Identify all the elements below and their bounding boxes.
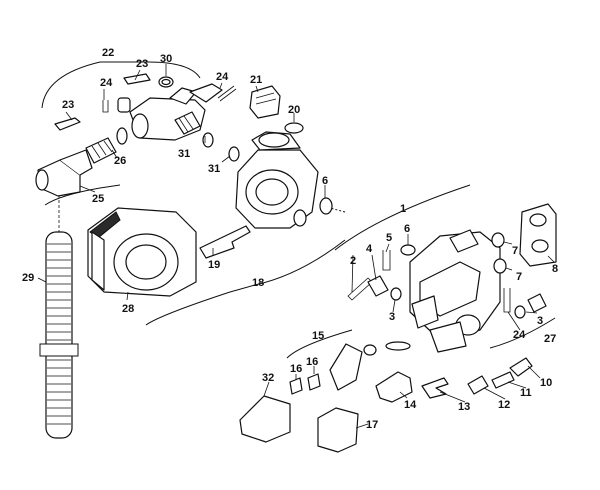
label-31-upper: 31 [178,148,190,160]
label-11: 11 [520,387,532,399]
label-16-left: 16 [290,363,302,375]
label-24-top: 24 [216,71,229,83]
part-5-pin [382,250,391,271]
part-15-clip [329,343,363,391]
part-3-oring [390,287,526,319]
leader-lines [37,64,555,429]
label-25: 25 [92,193,104,205]
label-27: 27 [544,333,556,345]
label-14: 14 [404,399,417,411]
label-23-upper: 23 [136,58,148,70]
part-1-valve-body [409,229,501,353]
part-10-bolt [509,357,533,377]
label-32: 32 [262,372,274,384]
part-13-clip [421,377,449,399]
part-24-pin-left [102,97,131,113]
part-21-sensor [249,85,281,119]
part-31-orings [202,132,240,162]
label-23-left: 23 [62,99,74,111]
label-21: 21 [250,74,262,86]
label-30: 30 [160,53,172,65]
label-7-lower: 7 [516,271,522,283]
label-13: 13 [458,401,470,413]
part-12-screw [467,375,489,395]
part-28-pump-motor [87,207,197,297]
part-26-coupling [85,127,128,164]
part-6-oring-right [400,244,416,256]
part-4-plug [367,275,389,297]
label-24-right: 24 [513,329,526,341]
part-16-screws [289,373,321,395]
part-8-bracket [519,203,557,267]
part-7-orings [491,232,507,274]
part-20-clip [284,122,304,134]
label-5: 5 [386,232,392,244]
part-14-valve-stem [363,341,413,403]
label-3-left: 3 [389,311,395,323]
label-17: 17 [366,419,378,431]
label-2: 2 [350,255,356,267]
part-18-pump-housing [235,131,333,229]
part-32-plug [239,395,291,443]
label-31-lower: 31 [208,163,220,175]
part-29-flex-hose [39,195,79,439]
label-4: 4 [366,243,373,255]
label-20: 20 [288,104,300,116]
part-25-elbow [35,149,93,197]
part-23-clip-left [54,117,81,131]
label-18: 18 [252,277,264,289]
label-7-upper: 7 [512,245,518,257]
part-22-manifold [123,73,237,141]
label-6-right: 6 [404,223,410,235]
label-29: 29 [22,272,34,284]
label-10: 10 [540,377,552,389]
label-3-right: 3 [537,315,543,327]
part-11-bolt [491,371,515,389]
label-12: 12 [498,399,510,411]
part-labels: 1 2 3 3 4 5 6 6 7 7 8 10 11 12 13 14 15 … [22,47,558,431]
label-6-left: 6 [322,175,328,187]
label-22: 22 [102,47,114,59]
label-26: 26 [114,155,126,167]
group-brackets [41,61,556,359]
part-19-bracket [199,225,251,259]
part-24-pin-right [503,288,547,313]
label-8: 8 [552,263,558,275]
label-1: 1 [400,203,406,215]
label-28: 28 [122,303,134,315]
label-19: 19 [208,259,220,271]
part-17-connector [317,407,359,453]
label-15: 15 [312,330,324,342]
label-24-left: 24 [100,77,113,89]
label-16-right: 16 [306,356,318,368]
